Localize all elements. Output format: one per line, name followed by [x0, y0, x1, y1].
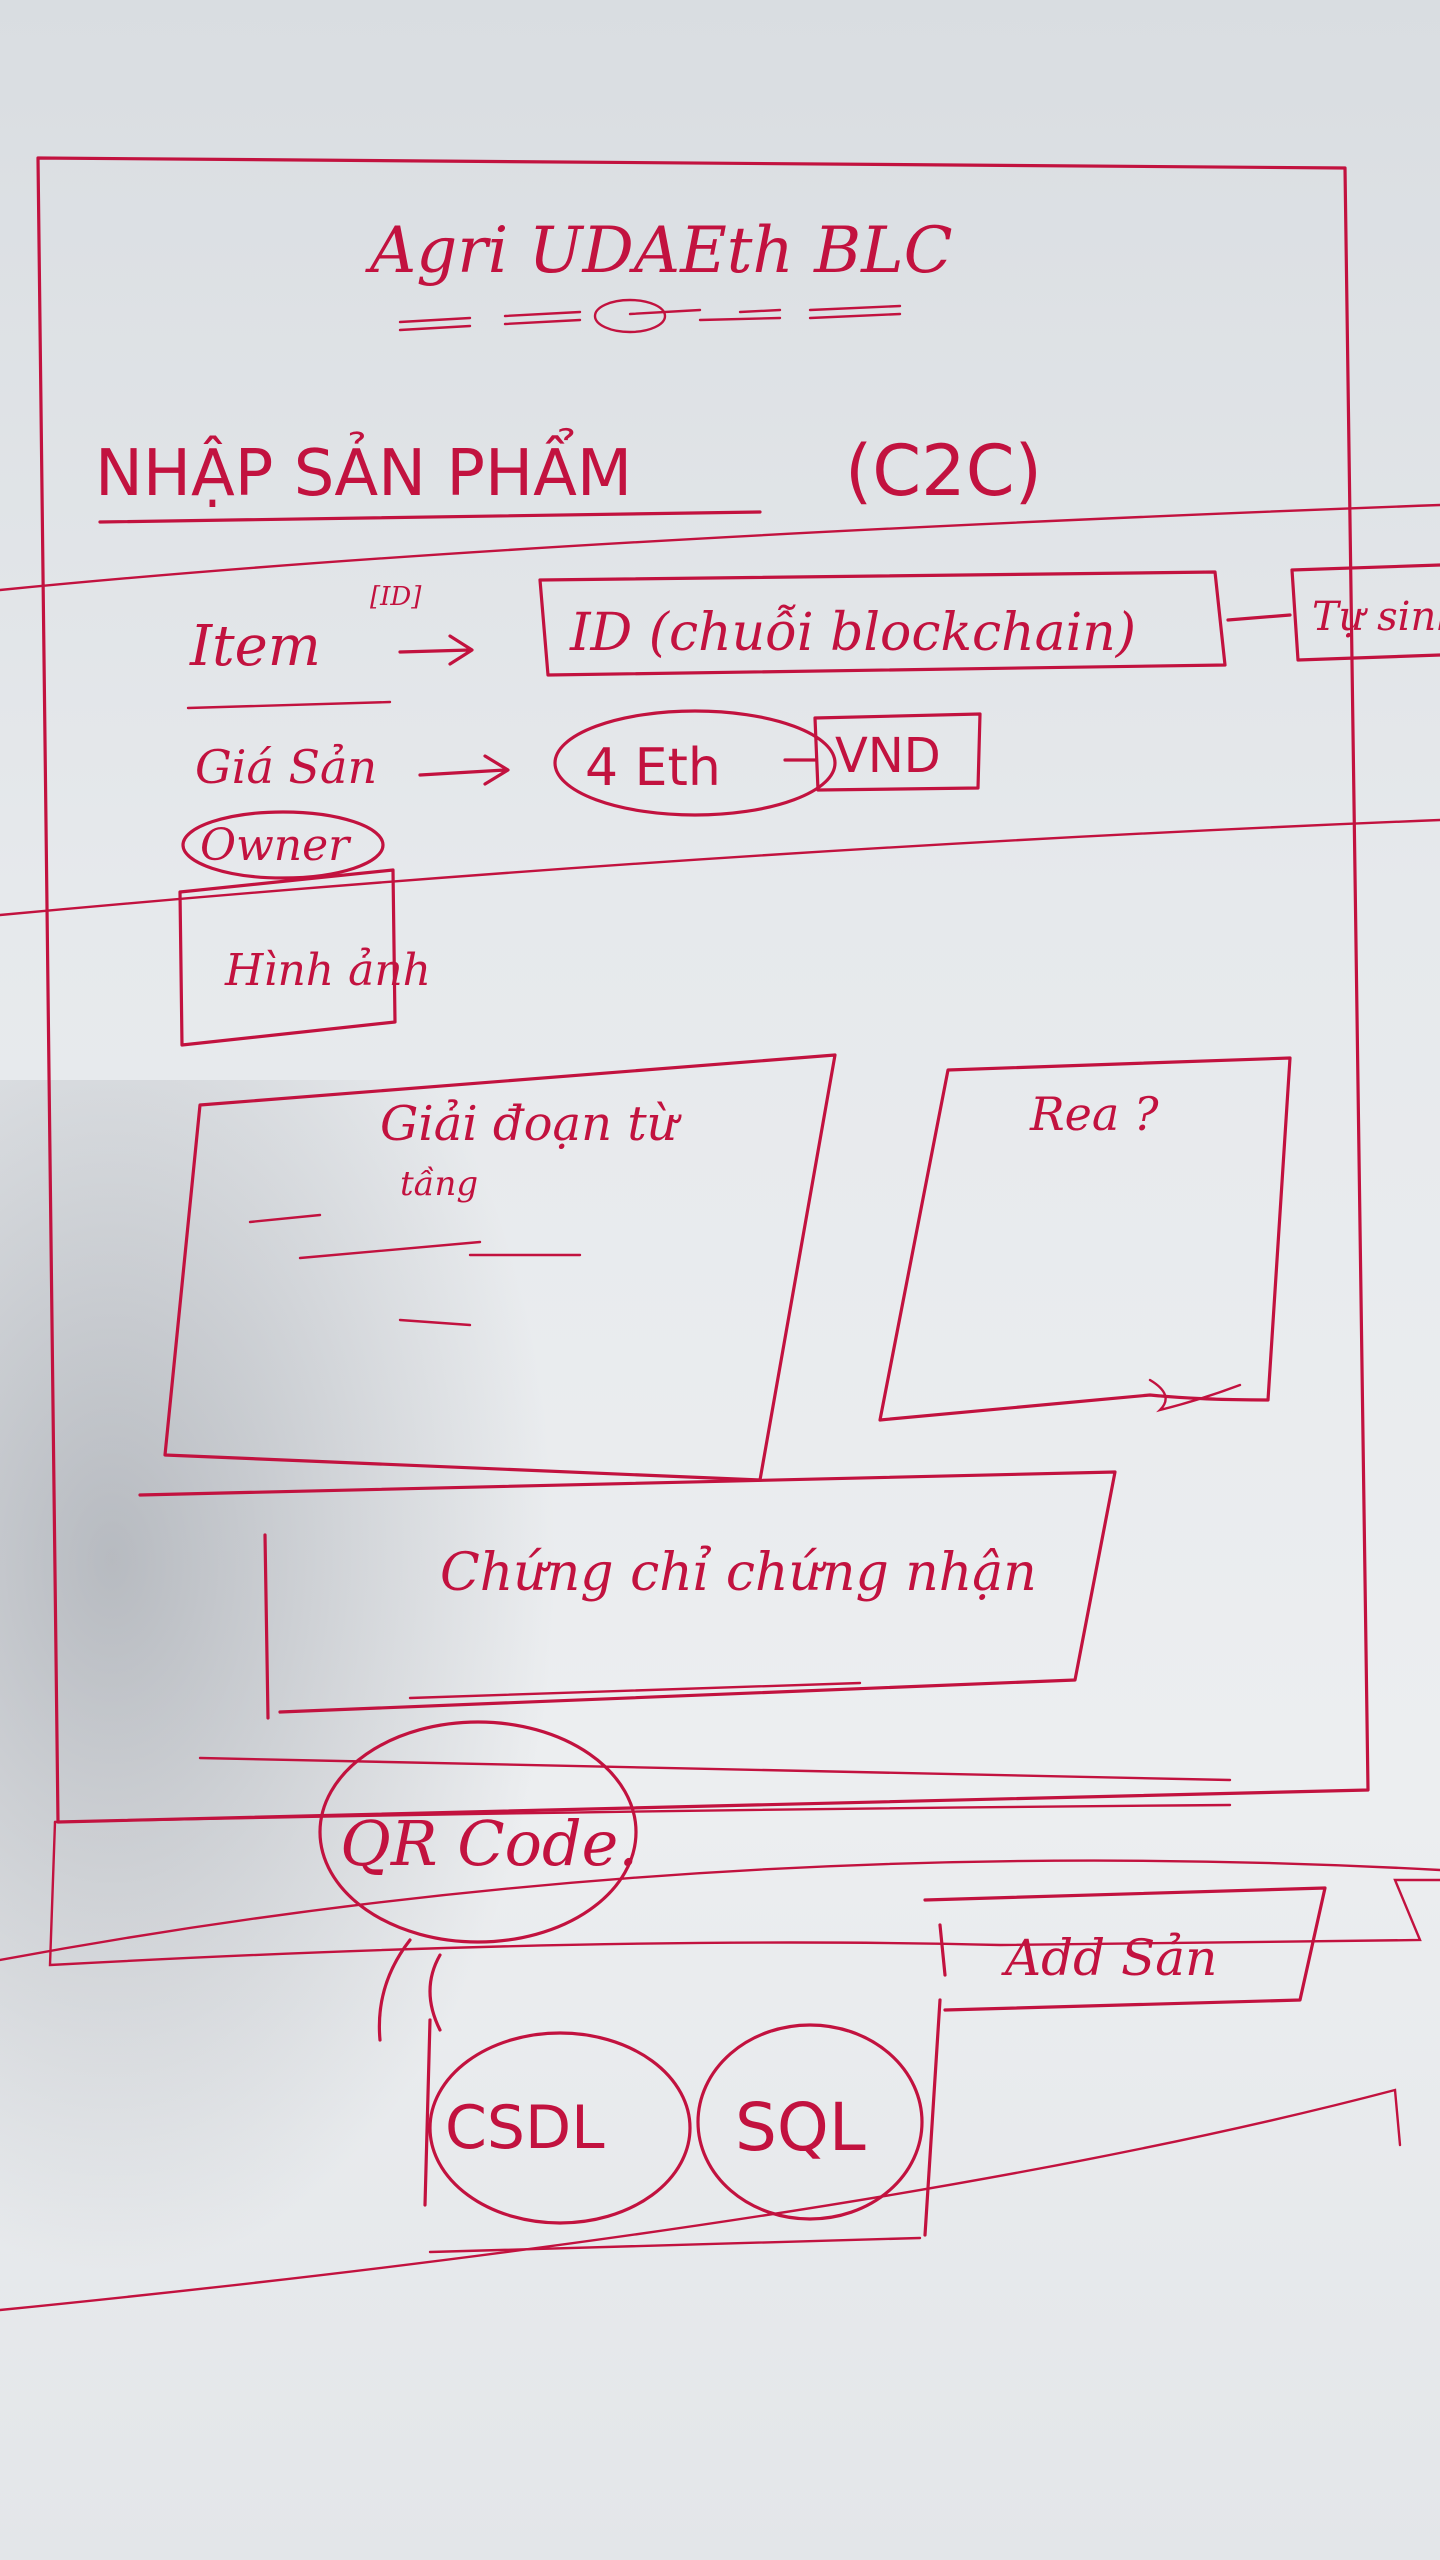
description-label-2: tầng: [400, 1164, 478, 1204]
image-box: [178, 868, 397, 1047]
storage-right: [923, 1998, 942, 2237]
title-ornament: [593, 298, 667, 334]
page-title-suffix: (C2C): [845, 430, 1042, 512]
item-label: Item: [189, 614, 321, 679]
cross-line-2: [0, 818, 1440, 917]
paper-shadow: [0, 1080, 560, 2280]
eth-ellipse: [553, 709, 837, 817]
vnd-box: [813, 712, 982, 792]
vnd-label[interactable]: VND: [835, 728, 941, 784]
app-title: Agri UDAEth BLC: [365, 214, 953, 288]
description-label: Giải đoạn từ: [380, 1096, 682, 1152]
overflow-box: [1290, 563, 1440, 662]
title-underline-2: [398, 312, 902, 332]
owner-ellipse: [181, 810, 385, 880]
question-box: [878, 1056, 1292, 1422]
item-superscript: [ID]: [370, 582, 422, 612]
item-arrow: [398, 634, 474, 666]
certificate-line: [198, 1756, 1232, 1782]
lower-line-1: [53, 1803, 1232, 1824]
id-box-label[interactable]: ID (chuỗi blockchain): [569, 603, 1136, 663]
add-box: [923, 1886, 1327, 2012]
price-label: Giá Sản: [195, 740, 377, 794]
storage-frame: [0, 2088, 1402, 2312]
id-arrow: [1226, 613, 1292, 622]
certificate-underline: [408, 1681, 862, 1700]
desc-line-1: [248, 1213, 322, 1224]
csdl-label: CSDL: [445, 2093, 605, 2163]
eth-value[interactable]: 4 Eth: [585, 738, 721, 798]
overflow-box-label: Tự sinh: [1312, 594, 1440, 640]
lower-line-2: [0, 1859, 1440, 1962]
page-title-underline: [98, 510, 762, 524]
owner-label: Owner: [200, 820, 352, 871]
sql-label: SQL: [735, 2089, 866, 2166]
certificate-inner: [263, 1533, 270, 1720]
desc-line-3: [398, 1318, 472, 1327]
title-underline: [398, 304, 902, 324]
cross-line-1: [0, 503, 1440, 592]
question-hook: [1148, 1378, 1242, 1413]
outer-frame: [36, 156, 1370, 1824]
storage-left: [423, 2018, 432, 2207]
page-title: NHẬP SẢN PHẨM: [95, 428, 632, 511]
qr-ellipse: [318, 1720, 638, 1944]
item-underline: [186, 700, 392, 710]
csdl-ellipse: [428, 2031, 692, 2225]
sql-ellipse: [696, 2023, 924, 2221]
storage-base: [428, 2236, 922, 2254]
add-label[interactable]: Add Sản: [1001, 1929, 1217, 1987]
question-label: Rea ?: [1029, 1087, 1159, 1141]
lower-frame: [48, 1820, 1440, 1967]
certificate-label[interactable]: Chứng chỉ chứng nhận: [440, 1543, 1037, 1603]
price-arrow: [418, 754, 510, 786]
certificate-outer: [138, 1470, 1117, 1714]
id-box: [538, 570, 1227, 677]
image-box-label[interactable]: Hình ảnh: [224, 945, 431, 996]
qr-label[interactable]: QR Code.: [340, 1807, 638, 1880]
desc-line-2: [298, 1240, 582, 1260]
add-box-left: [938, 1923, 947, 1977]
